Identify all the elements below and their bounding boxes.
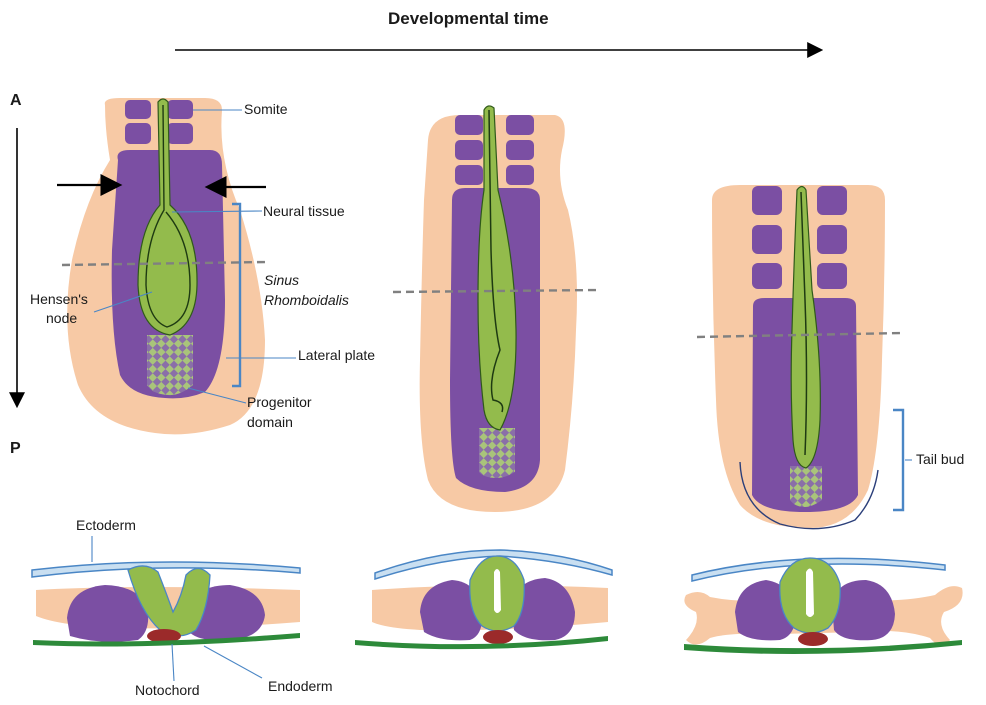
tail-bud-label: Tail bud [916, 451, 964, 468]
cross-section-3 [684, 558, 963, 654]
lateral-plate-label: Lateral plate [298, 347, 375, 364]
somite [167, 123, 193, 144]
somite [752, 225, 782, 254]
somite [125, 100, 151, 119]
progenitor-label-line2: domain [247, 414, 293, 431]
somite-label: Somite [244, 101, 288, 118]
somite [455, 165, 483, 185]
xs2-notochord [483, 630, 513, 644]
leader-endoderm [204, 646, 262, 678]
progenitor-domain-3 [790, 466, 822, 507]
xs2-endoderm [355, 636, 608, 649]
xs3-mesoderm-right [832, 580, 895, 640]
neural-tissue-label: Neural tissue [263, 203, 345, 220]
somite [817, 186, 847, 215]
endoderm-label: Endoderm [268, 678, 333, 695]
somite [752, 263, 782, 289]
somite [817, 263, 847, 289]
somite [455, 115, 483, 135]
tailbud-bracket [893, 410, 903, 510]
somite [506, 115, 534, 135]
sinus-label-line2: Rhomboidalis [264, 292, 349, 309]
anterior-label: A [10, 92, 22, 109]
progenitor-domain-2 [479, 428, 515, 478]
ectoderm-label: Ectoderm [76, 517, 136, 534]
embryo-stage-2 [393, 106, 598, 512]
xs3-lumen [806, 569, 814, 618]
somite [455, 140, 483, 160]
embryo-stage-1 [57, 98, 296, 434]
hensens-label-line2: node [46, 310, 77, 327]
cross-section-1 [32, 536, 300, 681]
somite [506, 140, 534, 160]
leader-notochord [172, 644, 174, 681]
xs2-lumen [494, 569, 501, 613]
progenitor-label-line1: Progenitor [247, 394, 312, 411]
notochord-label: Notochord [135, 682, 200, 699]
somite [125, 123, 151, 144]
cross-section-2 [355, 550, 612, 649]
posterior-label: P [10, 440, 21, 457]
diagram-title: Developmental time [388, 10, 549, 27]
sinus-label-line1: Sinus [264, 272, 299, 289]
somite [817, 225, 847, 254]
somite [506, 165, 534, 185]
somite [167, 100, 193, 119]
embryo-stage-3 [697, 185, 912, 529]
xs1-ectoderm [32, 562, 300, 577]
progenitor-domain-1 [147, 335, 193, 395]
somite [752, 186, 782, 215]
xs3-notochord [798, 632, 828, 646]
hensens-label-line1: Hensen's [30, 291, 88, 308]
